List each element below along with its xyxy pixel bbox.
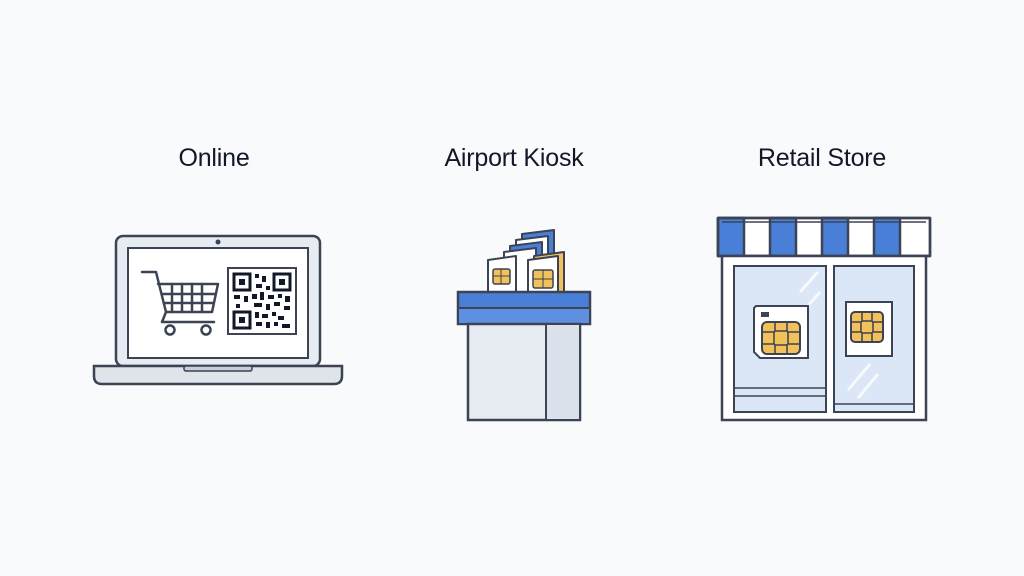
sim-card-poster-right xyxy=(845,301,893,357)
option-label-online: Online xyxy=(178,144,250,172)
sim-card-poster-left xyxy=(753,305,809,359)
option-label-retail-store: Retail Store xyxy=(757,144,887,172)
storefront-icon xyxy=(716,216,932,422)
laptop-icon xyxy=(92,234,344,386)
qr-code-icon xyxy=(227,267,297,335)
shopping-cart-icon xyxy=(140,270,220,336)
option-label-airport-kiosk: Airport Kiosk xyxy=(444,144,584,172)
kiosk-icon xyxy=(456,229,592,422)
